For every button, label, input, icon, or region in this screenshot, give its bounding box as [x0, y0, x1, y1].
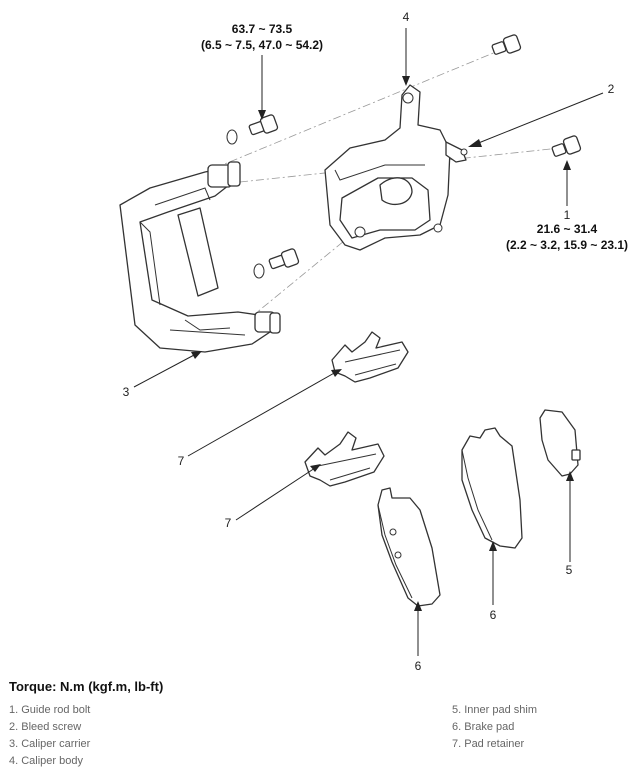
- bolt-top-right: [491, 34, 522, 55]
- callout-4: 4: [403, 10, 410, 24]
- bolt-upper-left: [226, 114, 279, 145]
- callout-6-right: 6: [490, 608, 497, 622]
- callout-7-lower: 7: [225, 516, 232, 530]
- torque-spec-right-line2: (2.2 ~ 3.2, 15.9 ~ 23.1): [506, 238, 628, 252]
- pad-retainer-lower: [304, 431, 385, 487]
- brake-pad-inner: [461, 427, 523, 549]
- torque-spec-top-line1: 63.7 ~ 73.5: [232, 22, 293, 36]
- legend-item: 5. Inner pad shim: [452, 704, 537, 716]
- callout-2: 2: [608, 82, 615, 96]
- torque-spec-right-line1: 21.6 ~ 31.4: [537, 222, 598, 236]
- caliper-carrier: [119, 161, 281, 353]
- legend-item: 2. Bleed screw: [9, 721, 82, 733]
- caliper-exploded-diagram: 63.7 ~ 73.5 (6.5 ~ 7.5, 47.0 ~ 54.2) 21.…: [119, 10, 628, 670]
- legend-item: 7. Pad retainer: [452, 738, 525, 750]
- callout-6-left: 6: [415, 659, 422, 670]
- pad-retainer-upper: [331, 331, 409, 383]
- brake-pad-outer: [377, 487, 441, 607]
- caliper-body: [324, 84, 468, 251]
- callout-7-upper: 7: [178, 454, 185, 468]
- legend-right: 5. Inner pad shim 6. Brake pad 7. Pad re…: [452, 702, 537, 753]
- legend-item: 1. Guide rod bolt: [9, 704, 91, 716]
- torque-heading: Torque: N.m (kgf.m, lb-ft): [9, 679, 164, 694]
- legend-left: 1. Guide rod bolt 2. Bleed screw 3. Cali…: [9, 702, 90, 770]
- legend-item: 4. Caliper body: [9, 755, 83, 767]
- bolt-right: [551, 135, 582, 157]
- leader-lines: [133, 28, 604, 656]
- torque-spec-top-line2: (6.5 ~ 7.5, 47.0 ~ 54.2): [201, 38, 323, 52]
- inner-pad-shim: [539, 409, 581, 477]
- legend-item: 6. Brake pad: [452, 721, 515, 733]
- callout-5: 5: [566, 563, 573, 577]
- callout-1: 1: [564, 208, 571, 222]
- guide-rod-bolts: [226, 34, 582, 279]
- legend-item: 3. Caliper carrier: [9, 738, 91, 750]
- bolt-lower-left: [253, 248, 300, 279]
- callout-3: 3: [123, 385, 130, 399]
